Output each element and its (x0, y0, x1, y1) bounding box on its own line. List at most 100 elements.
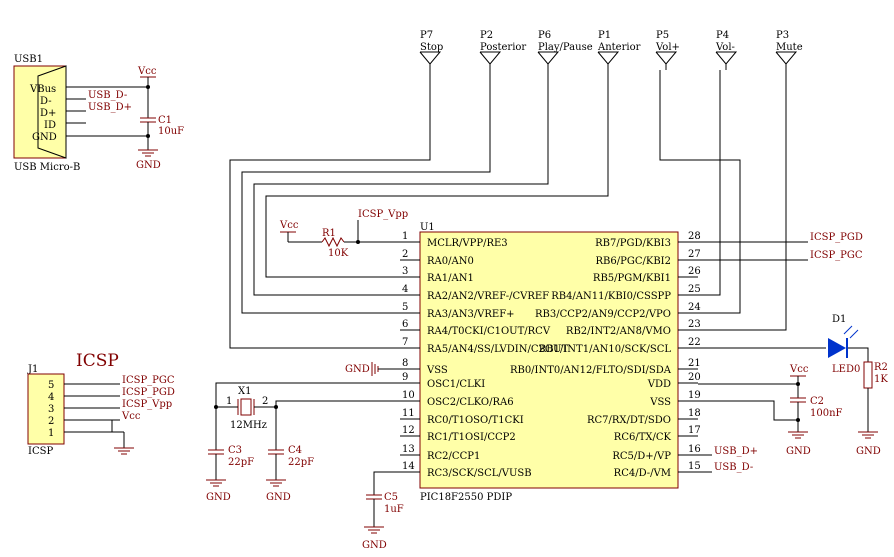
pin-name: RC7/RX/DT/SDO (587, 415, 671, 426)
pin-number: 7 (402, 337, 408, 348)
port-name: Anterior (597, 42, 641, 53)
icsp-net-label: ICSP_PGC (122, 375, 175, 386)
pin-number: 1 (402, 231, 408, 242)
pin-number: 23 (688, 319, 701, 330)
pin-name: RC3/SCK/SCL/VUSB (427, 468, 532, 479)
usb-designator: USB1 (14, 54, 43, 65)
vcc-label-usb: Vcc (137, 66, 157, 77)
pin-name: RB6/PGC/KBI2 (596, 256, 671, 267)
port-ref: P4 (716, 30, 729, 41)
pin-number: 20 (688, 372, 701, 383)
chip-ref: U1 (420, 222, 435, 233)
port-ref: P5 (656, 30, 669, 41)
pin-name: VDD (647, 379, 671, 390)
pin-number: 4 (402, 284, 408, 295)
pin-name: RA0/AN0 (427, 256, 474, 267)
pin-name: RA4/T0CKI/C1OUT/RCV (427, 326, 551, 337)
usb-net-dp: USB_D+ (88, 102, 132, 113)
pin-number: 14 (402, 461, 415, 472)
r1-ref: R1 (322, 228, 336, 239)
pin-name: OSC1/CLKI (427, 379, 485, 390)
usb-pin-dm: D- (40, 96, 52, 107)
icsp-pin-5: 5 ICSP_PGC (48, 375, 175, 391)
pin-number: 28 (688, 231, 701, 242)
pin-number: 19 (688, 390, 701, 401)
gnd-label-r2: GND (856, 446, 881, 457)
pin-number: 5 (402, 302, 408, 313)
usb-connector-shape (37, 65, 67, 159)
pin-name: MCLR/VPP/RE3 (427, 238, 508, 249)
d1-value: LED0 (832, 364, 860, 375)
pin-number: 13 (402, 444, 415, 455)
icsp-header-body (27, 373, 65, 445)
pin-number: 9 (402, 372, 408, 383)
usb-pin-dp: D+ (40, 108, 56, 119)
port-name: Posterior (480, 42, 526, 53)
usb-part: USB Micro-B (14, 162, 80, 173)
c2-value: 100nF (810, 408, 843, 419)
r2-ref: R2 (874, 362, 888, 373)
pin-number: 12 (402, 425, 415, 436)
pin-number: 16 (688, 444, 701, 455)
gnd-symbol-c4 (266, 479, 286, 487)
port-name: Mute (776, 42, 803, 53)
pin-number: 27 (688, 249, 701, 260)
c4-ref: C4 (288, 445, 302, 456)
chip-part: PIC18F2550 PDIP (420, 492, 512, 503)
net-pgc: ICSP_PGC (810, 250, 863, 261)
c5-value: 1uF (384, 504, 404, 515)
port-name: Vol+ (655, 42, 680, 53)
pin-number: 11 (402, 408, 415, 419)
usb-pin-gnd: GND (32, 132, 57, 143)
icsp-pin-number: 2 (48, 416, 54, 427)
pin-number: 24 (688, 302, 701, 313)
gnd-symbol-c3 (206, 479, 226, 487)
usb-pin-vbus: VBus (29, 84, 56, 95)
net-usb-dp: USB_D+ (714, 446, 758, 457)
pin-name: RA5/AN4/SS/LVDIN/C2OUT (427, 344, 568, 355)
pin-name: RA1/AN1 (427, 273, 474, 284)
pin-name: RC0/T1OSO/T1CKI (427, 415, 524, 426)
gnd-symbol-icsp (114, 447, 134, 455)
r1-value: 10K (328, 248, 349, 259)
icsp-pin-number: 1 (48, 428, 54, 439)
pin-number: 26 (688, 266, 701, 277)
pin-name: RC1/T1OSI/CCP2 (427, 432, 516, 443)
pin-number: 2 (402, 249, 408, 260)
c5-ref: C5 (384, 492, 398, 503)
pin-number: 18 (688, 408, 701, 419)
icsp-vpp-net: ICSP_Vpp (358, 209, 408, 220)
icsp-part: ICSP (28, 446, 53, 457)
pin-name: RB4/AN11/KBI0/CSSPP (551, 291, 671, 302)
gnd-label-c3: GND (206, 492, 231, 503)
pin-name: RB3/CCP2/AN9/CCP2/VPO (535, 309, 671, 320)
c1-ref: C1 (158, 115, 172, 126)
icsp-pin-number: 5 (48, 380, 54, 391)
pin-name: RA3/AN3/VREF+ (427, 309, 515, 320)
gnd-label-c4: GND (266, 492, 291, 503)
usb-pin-id: ID (44, 120, 56, 131)
vcc-label-c2: Vcc (789, 364, 809, 375)
vcc-label-r1: Vcc (279, 220, 299, 231)
